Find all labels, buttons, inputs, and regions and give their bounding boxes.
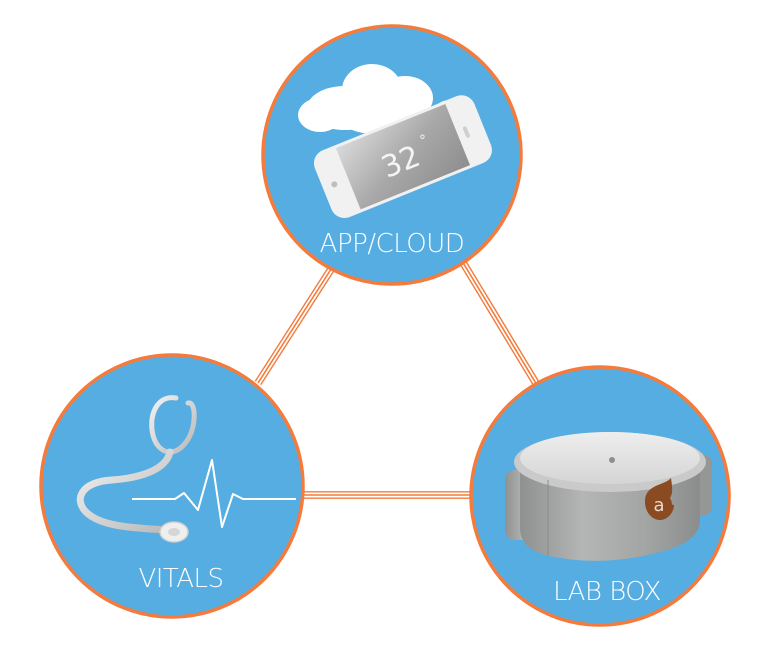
phone-icon: 32 ° — [313, 95, 492, 219]
connector-line — [260, 264, 339, 386]
connector-line — [461, 260, 538, 386]
node-lab-box[interactable]: a LAB BOX — [469, 365, 731, 627]
connector-line — [464, 258, 541, 384]
connectors — [254, 258, 541, 499]
lab-box-device-icon: a — [505, 432, 712, 561]
connector-vitals-to-lab-box — [302, 491, 475, 499]
brand-logo-letter: a — [653, 495, 664, 516]
brand-logo-icon: a — [645, 478, 674, 520]
connector-line — [458, 262, 535, 388]
phone-cloud-icon: 32 ° — [298, 64, 492, 219]
connector-app-cloud-to-vitals — [254, 260, 339, 386]
connector-app-cloud-to-lab-box — [458, 258, 541, 388]
node-vitals[interactable]: VITALS — [39, 353, 305, 619]
node-label-app-cloud: APP/CLOUD — [320, 229, 465, 259]
stethoscope-heartbeat-icon — [76, 395, 296, 543]
node-label-lab-box: LAB BOX — [553, 577, 661, 607]
heartbeat-line-icon — [132, 459, 296, 528]
node-circle — [39, 353, 305, 619]
node-label-vitals: VITALS — [138, 564, 223, 594]
connector-line — [257, 262, 336, 384]
node-app-cloud[interactable]: 32 ° APP/CLOUD — [261, 24, 523, 286]
stethoscope-icon — [76, 395, 197, 543]
connector-line — [254, 260, 333, 382]
